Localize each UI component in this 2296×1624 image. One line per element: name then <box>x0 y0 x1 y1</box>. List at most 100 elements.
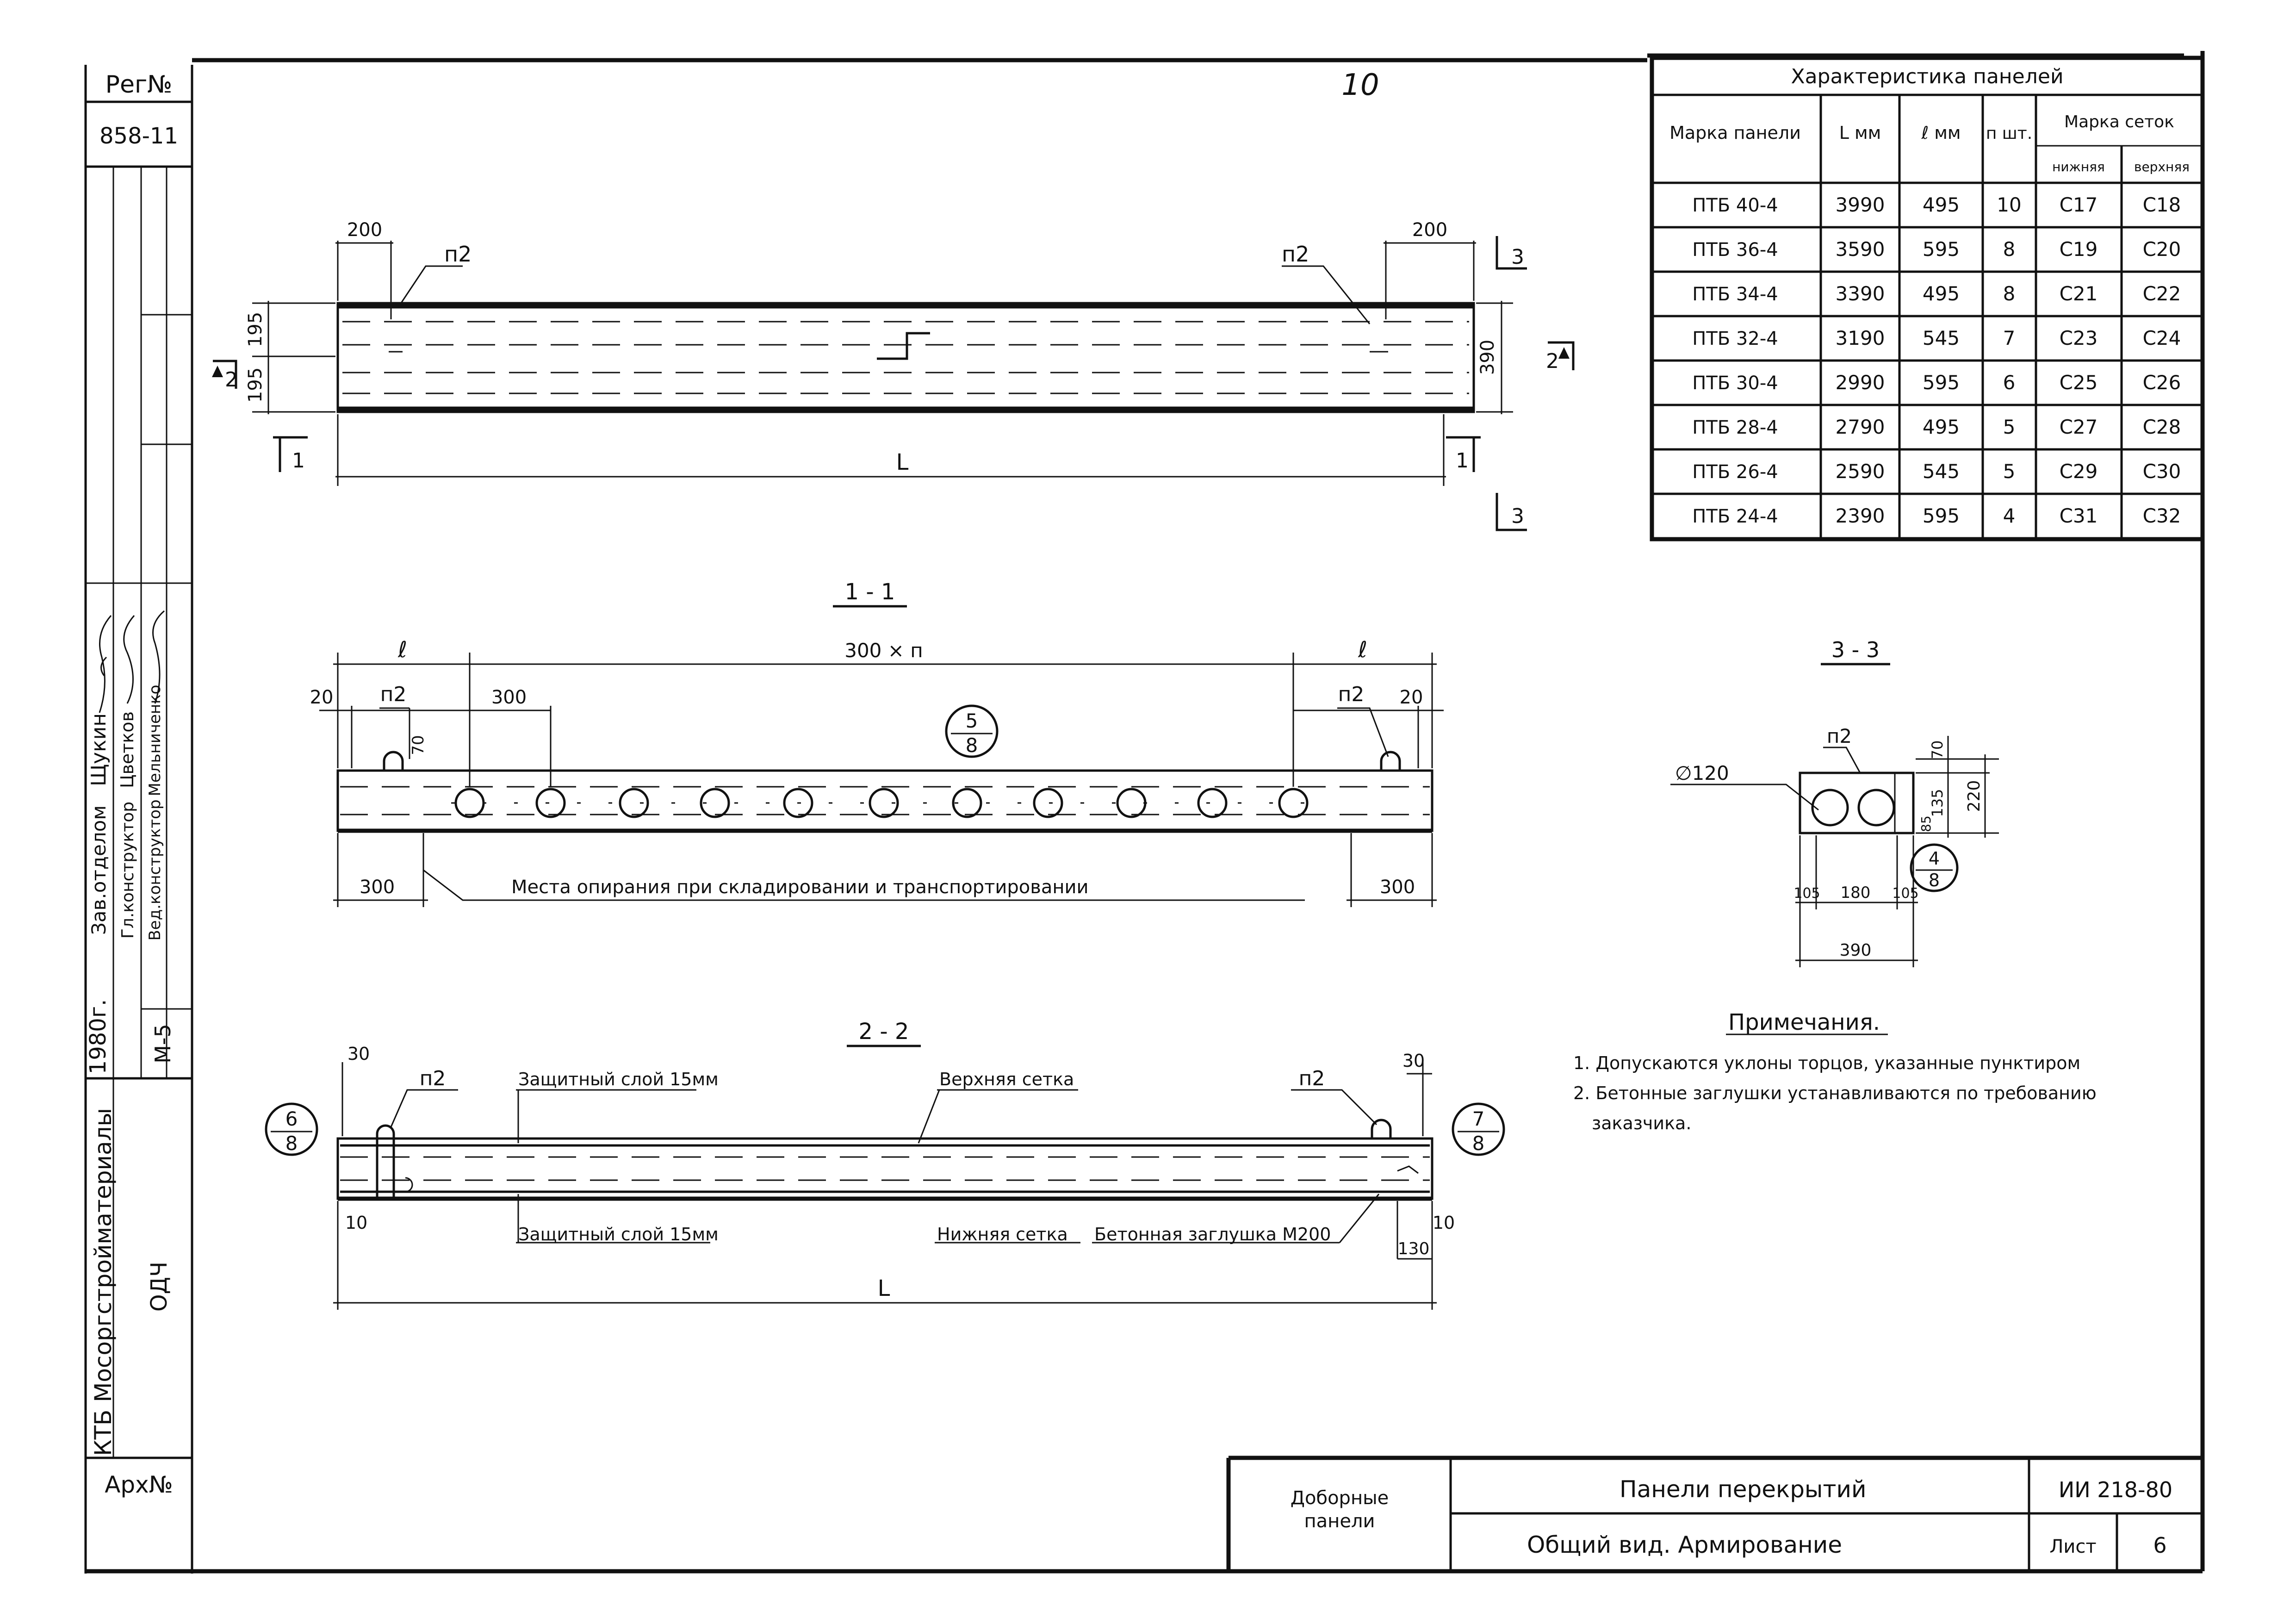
node-7-8-bottom: 8 <box>1472 1132 1485 1155</box>
title-block: Доборные панели Панели перекрытий Общий … <box>1226 1456 2203 1571</box>
section-2-2-dim-30-left: 30 <box>348 1044 370 1064</box>
section-1-1-dim-20-right: 20 <box>1400 687 1423 708</box>
signature-lead <box>152 610 165 704</box>
section-1-1-support-left: 300 <box>360 877 395 898</box>
cell-mark: ПТБ 40-4 <box>1692 195 1778 216</box>
cell-l: 495 <box>1923 416 1960 438</box>
stamp-name-chief: Цветков <box>117 711 137 788</box>
sheet-frame <box>84 51 2205 1574</box>
plan-dim-195-bottom: 195 <box>245 367 266 403</box>
plan-mark-right: п2 <box>1282 242 1309 267</box>
cut-marker-2-right: 2 <box>1546 349 1559 373</box>
cut-marker-3-top: 3 <box>1511 245 1524 269</box>
cell-mesh-upper: С20 <box>2143 238 2181 261</box>
cell-L: 3590 <box>1836 238 1885 261</box>
signature-head <box>99 615 112 713</box>
cell-L: 2790 <box>1836 416 1885 438</box>
cell-L: 2590 <box>1836 460 1885 483</box>
section-1-1-title: 1 - 1 <box>845 579 895 605</box>
stamp-role-lead: Вед.конструктор <box>146 799 164 940</box>
sheet-number: 6 <box>2153 1533 2166 1558</box>
cell-mesh-upper: С28 <box>2143 416 2181 438</box>
section-3-3-dim-390: 390 <box>1840 941 1872 960</box>
note-1: 1. Допускаются уклоны торцов, указанные … <box>1573 1053 2080 1073</box>
document-code: ИИ 218-80 <box>2059 1477 2172 1502</box>
cell-l: 495 <box>1923 193 1960 216</box>
node-callout-6-8 <box>265 1102 318 1156</box>
cut-marker-1-left: 1 <box>292 449 305 473</box>
section-3-3-dim-105-right: 105 <box>1892 885 1918 902</box>
panel-table: Характеристика панелей Марка панели L мм… <box>1650 56 2205 541</box>
arch-label: Арх№ <box>105 1471 173 1498</box>
category-line-2: панели <box>1304 1511 1375 1532</box>
cell-L: 2390 <box>1836 504 1885 527</box>
section-2-2-mark-left: п2 <box>420 1067 446 1090</box>
section-1-1: 1 - 1 ℓ 300 × п ℓ <box>310 579 1444 907</box>
section-2-2-dim-130: 130 <box>1398 1239 1430 1258</box>
header-n: п шт. <box>1986 124 2032 143</box>
cell-n: 4 <box>2003 504 2016 527</box>
plan-dim-200-left: 200 <box>347 219 382 241</box>
page-number: 10 <box>1341 68 1379 102</box>
plan-panel-outline <box>336 302 1475 413</box>
node-callout-5-8 <box>945 704 999 758</box>
left-stamp: Рег№ 858-11 1980г. Зав.отделом Гл.констр… <box>85 71 192 1498</box>
stamp-dept: ОДЧ <box>146 1262 172 1312</box>
section-2-2-dim-10-right: 10 <box>1433 1213 1455 1233</box>
cell-mesh-lower: С25 <box>2060 371 2098 394</box>
node-7-8-top: 7 <box>1472 1108 1485 1130</box>
section-3-3-title: 3 - 3 <box>1831 637 1880 662</box>
node-callout-7-8 <box>1452 1102 1505 1156</box>
section-3-3-dim-85: 85 <box>1918 815 1934 832</box>
support-note: Места опирания при складировании и транс… <box>511 877 1089 898</box>
cell-l: 545 <box>1923 460 1960 483</box>
section-1-1-dim-l-left: ℓ <box>397 637 407 663</box>
section-1-1-dim-20-left: 20 <box>310 687 334 708</box>
cell-n: 7 <box>2003 327 2016 349</box>
stamp-org: КТБ Мосоргстройматериалы <box>90 1108 117 1456</box>
cell-n: 10 <box>1997 193 2021 216</box>
lifting-loop-left <box>383 751 404 771</box>
node-6-8-top: 6 <box>285 1108 298 1130</box>
notes-title: Примечания. <box>1728 1009 1880 1035</box>
cell-n: 5 <box>2003 416 2016 438</box>
section-3-3-dim-135: 135 <box>1929 789 1946 817</box>
header-mark: Марка панели <box>1669 123 1801 143</box>
section-2-2-panel <box>336 1137 1433 1200</box>
cell-mark: ПТБ 28-4 <box>1692 417 1778 438</box>
stamp-year: 1980г. <box>85 999 111 1075</box>
sheet-label: Лист <box>2049 1536 2096 1557</box>
header-L: L мм <box>1839 123 1881 143</box>
cell-l: 545 <box>1923 327 1960 349</box>
cell-l: 595 <box>1923 504 1960 527</box>
notes: Примечания. 1. Допускаются уклоны торцов… <box>1573 1009 2097 1133</box>
node-5-8-bottom: 8 <box>966 734 978 757</box>
section-1-1-dim-l-right: ℓ <box>1358 637 1367 663</box>
cell-mesh-upper: С26 <box>2143 371 2181 394</box>
cell-mark: ПТБ 34-4 <box>1692 284 1778 305</box>
node-callout-4-8 <box>1910 843 1959 892</box>
section-2-2: 2 - 2 30 30 п2 п2 Защитный слой 15мм Вер… <box>265 1019 1505 1310</box>
section-3-3: 3 - 3 п2 ∅120 70 135 85 220 4 8 105 180 … <box>1670 637 1999 967</box>
cell-L: 3990 <box>1836 193 1885 216</box>
plan-dim-195-top: 195 <box>245 312 266 347</box>
stamp-sheet-code: М-5 <box>150 1024 175 1064</box>
section-3-3-dim-105-left: 105 <box>1793 885 1820 902</box>
category-line-1: Доборные <box>1291 1487 1389 1509</box>
section-2-2-dim-10-left: 10 <box>345 1213 367 1233</box>
table-title: Характеристика панелей <box>1791 65 2063 88</box>
cell-L: 3190 <box>1836 327 1885 349</box>
section-3-3-dim-180: 180 <box>1841 884 1871 902</box>
plan-dim-200-right: 200 <box>1412 219 1447 241</box>
plug-label: Бетонная заглушка М200 <box>1094 1224 1331 1244</box>
plan-dim-L: L <box>896 449 909 475</box>
stamp-role-chief: Гл.конструктор <box>118 802 137 939</box>
stamp-name-head: Щукин <box>87 713 111 786</box>
reg-label: Рег№ <box>105 71 173 99</box>
header-mesh: Марка сеток <box>2064 112 2174 131</box>
